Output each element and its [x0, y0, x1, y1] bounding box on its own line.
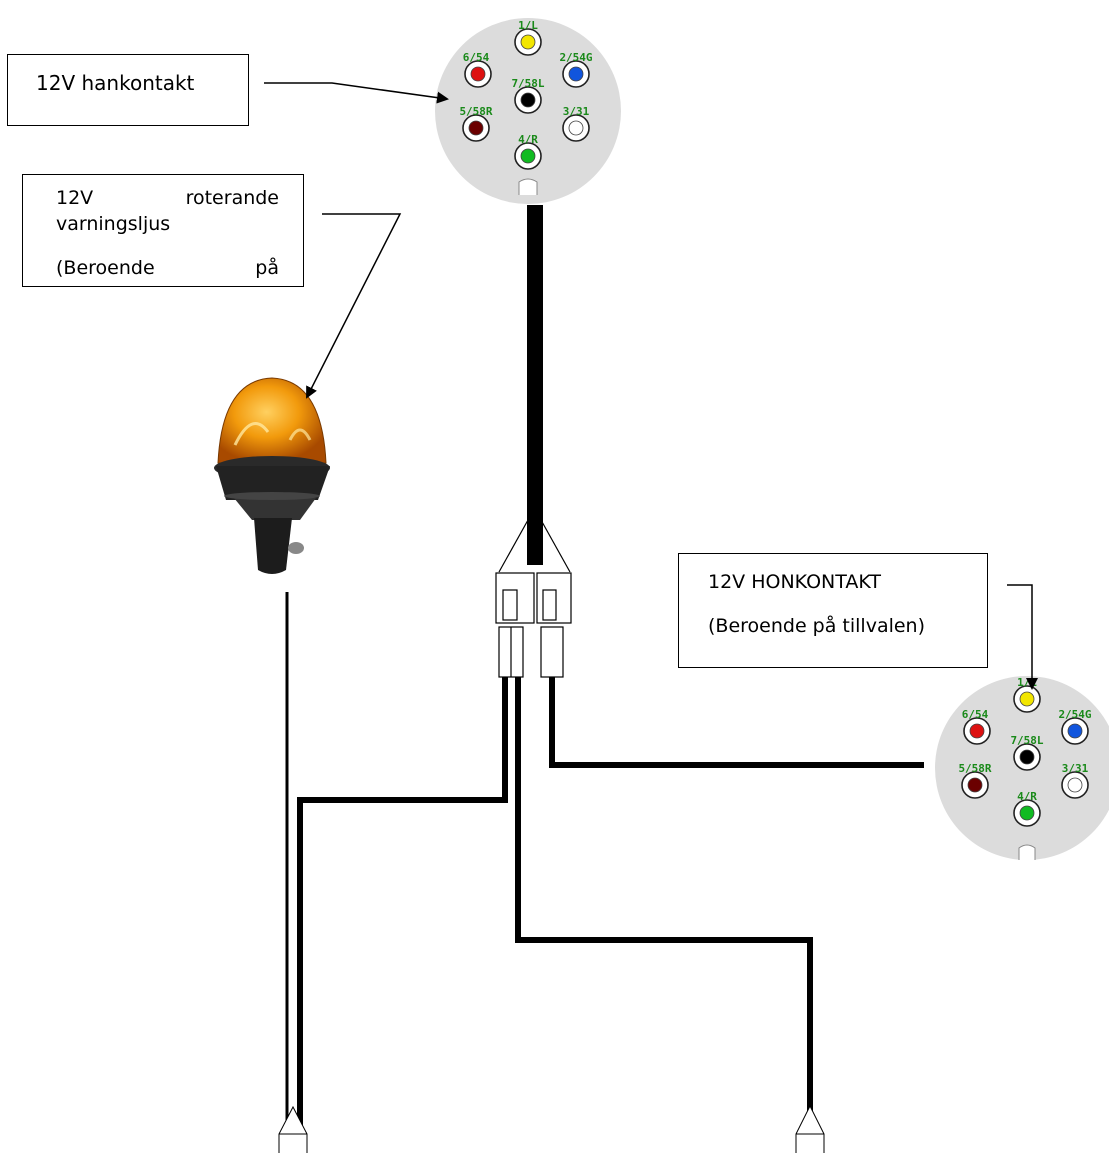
pin-label: 5/58R: [459, 105, 492, 118]
pin-color-dot: [470, 66, 486, 82]
pointer-arrows: [264, 82, 1038, 690]
label-varning-line2: varningsljus: [56, 213, 171, 235]
label-honkontakt: 12V HONKONTAKT (Beroende på tillvalen): [678, 553, 988, 668]
pin-label: 3/31: [1062, 762, 1089, 775]
cable-terminal-right: [795, 1104, 825, 1153]
label-honkontakt-line2: (Beroende på tillvalen): [708, 615, 926, 637]
cable-terminal-left: [278, 1105, 308, 1153]
pin-color-dot: [1019, 805, 1035, 821]
pin-label: 1/L: [1017, 676, 1037, 689]
output-cables: [285, 592, 924, 1145]
pin-color-dot: [969, 723, 985, 739]
pin-color-dot: [967, 777, 983, 793]
pin-label: 4/R: [1017, 790, 1037, 803]
splitter-plug-left: [495, 572, 535, 678]
pin-color-dot: [520, 148, 536, 164]
label-varning-word: på: [255, 257, 279, 279]
main-cable: [527, 205, 543, 565]
splitter-plug-right: [536, 572, 572, 678]
label-honkontakt-line1: 12V HONKONTAKT: [708, 571, 881, 593]
label-varning-line3: (Beroende på: [56, 255, 279, 281]
pin-color-dot: [1019, 749, 1035, 765]
pin-label: 6/54: [962, 708, 989, 721]
pin-color-dot: [520, 34, 536, 50]
pin-label: 4/R: [518, 133, 538, 146]
pin-color-dot: [1019, 691, 1035, 707]
pin-label: 7/58L: [511, 77, 544, 90]
label-varning-word: (Beroende: [56, 257, 155, 279]
pin-label: 1/L: [518, 19, 538, 32]
rotating-beacon-icon: [214, 377, 330, 574]
side-connector: 1/L 2/54G 3/31 4/R 5/58R 6/54 7/58L: [935, 676, 1109, 860]
pin-color-dot: [1067, 777, 1083, 793]
pin-label: 7/58L: [1010, 734, 1043, 747]
pin-color-dot: [568, 120, 584, 136]
pin-color-dot: [568, 66, 584, 82]
label-hankontakt: 12V hankontakt: [7, 54, 249, 126]
pin-color-dot: [1067, 723, 1083, 739]
pin-label: 2/54G: [559, 51, 592, 64]
pin-label: 3/31: [563, 105, 590, 118]
label-varning-line1: 12V roterande: [56, 185, 279, 211]
top-connector: 1/L 2/54G 3/31 4/R 5/58R 6/54 7/58L: [435, 18, 621, 204]
pin-color-dot: [520, 92, 536, 108]
cable-splitter: [498, 519, 571, 573]
label-hankontakt-text: 12V hankontakt: [36, 71, 195, 95]
pin-color-dot: [468, 120, 484, 136]
pin-label: 5/58R: [958, 762, 991, 775]
label-varning-word: roterande: [185, 187, 279, 209]
label-varning: 12V roterande varningsljus (Beroende på: [22, 174, 304, 287]
pin-label: 2/54G: [1058, 708, 1091, 721]
label-varning-word: 12V: [56, 187, 94, 209]
pin-label: 6/54: [463, 51, 490, 64]
